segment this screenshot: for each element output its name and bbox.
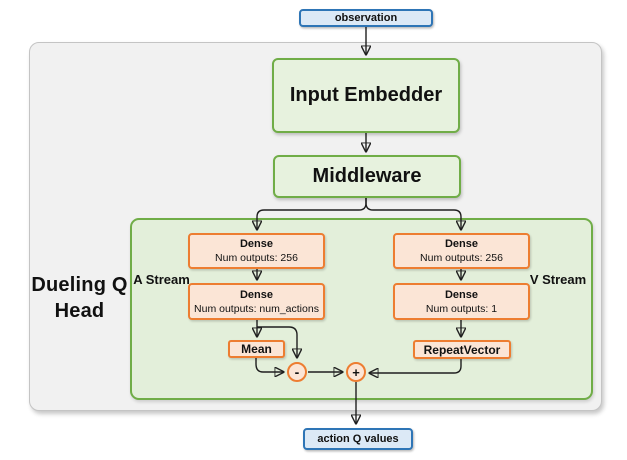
repeat-vector-node: RepeatVector (413, 340, 511, 359)
v-stream-label: V Stream (529, 272, 587, 287)
repeat-vector-label: RepeatVector (423, 342, 501, 357)
dense-v2-subtitle: Num outputs: 1 (425, 302, 498, 315)
mean-label: Mean (241, 342, 272, 356)
dense-v2-title: Dense (444, 288, 479, 301)
dense-a1-node: Dense Num outputs: 256 (188, 233, 325, 269)
plus-operator-label: + (352, 364, 360, 380)
input-embedder-label: Input Embedder (289, 84, 443, 106)
dense-v2-node: Dense Num outputs: 1 (393, 283, 530, 320)
minus-operator-node: - (287, 362, 307, 382)
dueling-q-head-label: Dueling Q Head (31, 274, 128, 322)
observation-node: observation (299, 9, 433, 27)
dense-a1-title: Dense (239, 238, 274, 251)
middleware-label: Middleware (312, 165, 422, 187)
mean-node: Mean (228, 340, 285, 358)
middleware-node: Middleware (273, 155, 461, 198)
dense-a1-subtitle: Num outputs: 256 (215, 252, 298, 265)
minus-operator-label: - (294, 364, 300, 380)
dense-a2-subtitle: Num outputs: num_actions (194, 302, 319, 315)
a-stream-label: A Stream (133, 272, 190, 287)
dense-v1-subtitle: Num outputs: 256 (420, 252, 503, 265)
dense-a2-node: Dense Num outputs: num_actions (188, 283, 325, 320)
input-embedder-node: Input Embedder (272, 58, 460, 133)
dense-v1-title: Dense (444, 238, 479, 251)
action-q-values-label: action Q values (317, 433, 399, 445)
observation-label: observation (334, 12, 398, 24)
action-q-values-node: action Q values (303, 428, 413, 450)
dense-v1-node: Dense Num outputs: 256 (393, 233, 530, 269)
plus-operator-node: + (346, 362, 366, 382)
dense-a2-title: Dense (239, 288, 274, 301)
